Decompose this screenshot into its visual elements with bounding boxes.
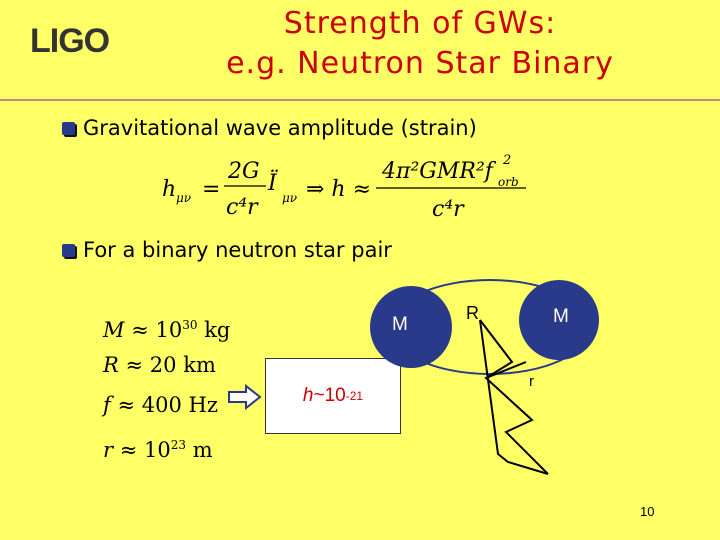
formula-coef-num: 2G [227, 159, 260, 184]
param-unit: km [183, 353, 216, 377]
param-relation: ≈ [117, 393, 136, 417]
param-relation: ≈ [131, 318, 149, 342]
neutron-star-left [370, 286, 452, 368]
star-right-label: M [553, 306, 569, 327]
param-value: 10 [144, 438, 171, 462]
distance-zigzag-segment [485, 361, 527, 379]
distance-label: r [529, 373, 534, 390]
param-row: f ≈ 400 Hz [103, 390, 230, 430]
distance-zigzag-outline [479, 319, 549, 475]
neutron-star-right [519, 280, 599, 360]
distance-zigzag [479, 319, 549, 475]
result-exponent: -21 [345, 389, 364, 403]
strain-result-box: h ~10-21 [265, 358, 401, 434]
formula-rhs-sub: orb [498, 175, 519, 189]
formula-lhs-sub: μν [176, 191, 191, 205]
title-line-1: Strength of GWs: [283, 6, 557, 41]
formula-tensor-sub: μν [282, 191, 297, 205]
bullet-binary-text: For a binary neutron star pair [83, 238, 392, 262]
result-symbol: h [302, 385, 314, 406]
title-line-2: e.g. Neutron Star Binary [226, 46, 614, 81]
param-relation: ≈ [119, 438, 138, 462]
param-symbol: R [103, 353, 119, 377]
formula-rhs-num: 4π²GMR²f [381, 159, 497, 184]
result-value: ~10 [313, 385, 346, 406]
param-unit: kg [204, 318, 231, 342]
param-value: 10 [155, 318, 183, 342]
bullet-strain-text: Gravitational wave amplitude (strain) [83, 116, 477, 140]
formula-coef-den: c⁴r [226, 195, 259, 220]
param-unit: Hz [188, 393, 218, 417]
param-symbol: f [103, 393, 111, 417]
formula-rhs-den: c⁴r [432, 197, 465, 222]
formula-tensor: Ï [267, 169, 278, 196]
bullet-binary: For a binary neutron star pair [62, 238, 392, 262]
slide-title: Strength of GWs: e.g. Neutron Star Binar… [140, 4, 700, 84]
param-value: 400 [141, 393, 182, 417]
bullet-box-icon [62, 121, 75, 135]
ligo-logo: LIGO [30, 22, 110, 60]
star-left-label: M [392, 314, 408, 335]
parameter-list: M ≈ 1030 kg R ≈ 20 km f ≈ 400 Hz r ≈ 102… [103, 310, 230, 470]
param-exponent: 23 [170, 438, 187, 452]
bullet-strain: Gravitational wave amplitude (strain) [62, 116, 477, 140]
param-exponent: 30 [182, 318, 198, 332]
bullet-box-icon [62, 243, 75, 257]
param-symbol: M [103, 318, 125, 342]
separation-label: R [466, 303, 479, 323]
param-row: R ≈ 20 km [103, 350, 230, 390]
right-arrow-icon [228, 384, 262, 410]
param-relation: ≈ [125, 353, 144, 377]
formula-implies: ⇒ h ≈ [306, 177, 371, 202]
formula-rhs-sup: 2 [502, 153, 511, 168]
param-row: r ≈ 1023 m [103, 430, 230, 470]
formula-equals: = [202, 177, 220, 202]
title-divider [0, 99, 720, 101]
param-symbol: r [103, 438, 114, 462]
param-value: 20 [149, 353, 177, 377]
strain-formula: h μν = 2G c⁴r Ï μν ⇒ h ≈ 4π²GMR²f 2 orb … [162, 153, 526, 222]
page-number: 10 [640, 504, 655, 519]
formula-lhs: h [162, 177, 176, 202]
param-unit: m [192, 438, 213, 462]
param-row: M ≈ 1030 kg [103, 310, 230, 350]
